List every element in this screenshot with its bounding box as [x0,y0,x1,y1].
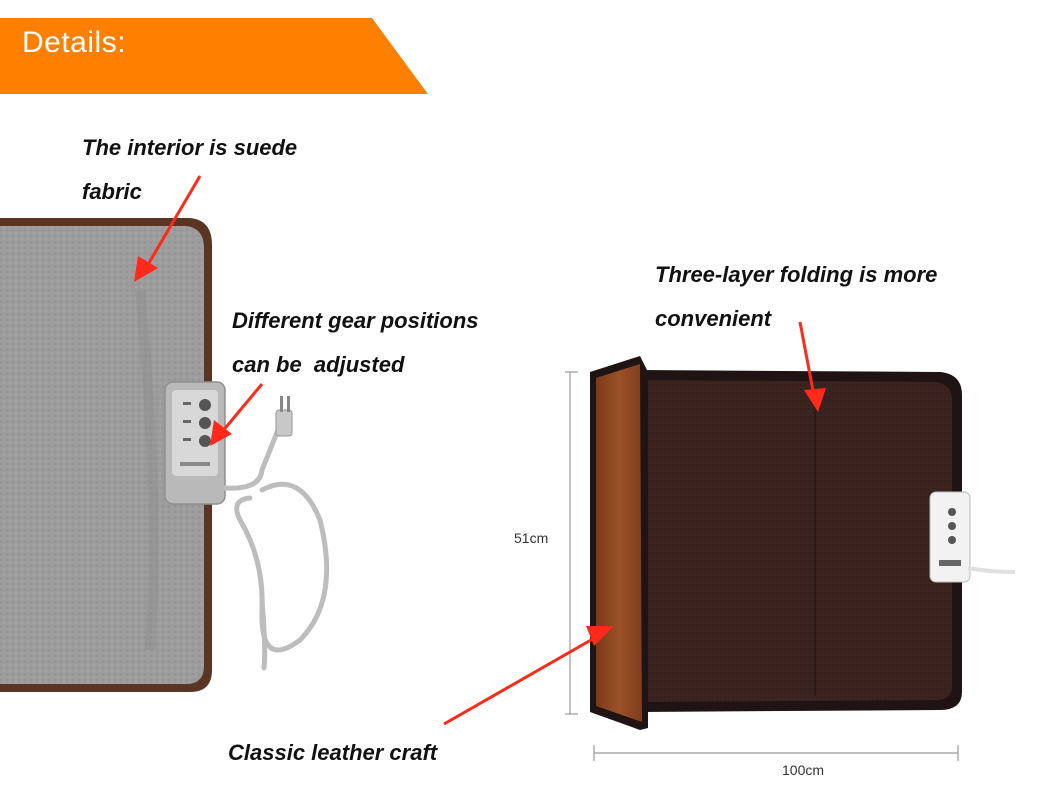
arrow-interior-icon [134,175,202,282]
arrow-leather-icon [443,626,614,726]
gear-controller [164,381,226,505]
width-dimension-label: 100cm [782,762,825,778]
gear-annotation-line2: can be adjusted [232,352,405,377]
interior-annotation: The interior is suede fabric [82,126,297,214]
interior-annotation-line1: The interior is suede [82,135,298,160]
folding-annotation-line2: convenient [655,306,772,331]
controller-button-power-icon [199,399,211,411]
grey-heating-mat [0,218,212,692]
interior-annotation-line2: fabric [82,179,142,204]
plug-icon [275,396,293,437]
folding-annotation: Three-layer folding is more convenient [655,253,937,341]
width-dimension-line [593,745,959,761]
banner-title: Details: [22,26,127,59]
folding-mat-controller [929,491,1016,583]
arrow-folding-icon [798,321,826,412]
power-cord [222,427,330,671]
arrow-gear-icon [210,383,264,446]
annotation-arrows [134,175,826,726]
gear-annotation-line1: Different gear positions [232,308,479,333]
height-dimension-label: 51cm [514,530,549,546]
gear-annotation: Different gear positions can be adjusted [232,299,479,387]
controller-button-up-icon [199,417,211,429]
leather-annotation: Classic leather craft [228,740,438,765]
height-dimension-line [565,371,578,715]
folding-heating-mat [590,356,962,730]
folding-annotation-line1: Three-layer folding is more [655,262,938,287]
details-banner: Details: [0,0,440,96]
controller-button-down-icon [199,435,211,447]
banner-shape [0,18,428,94]
